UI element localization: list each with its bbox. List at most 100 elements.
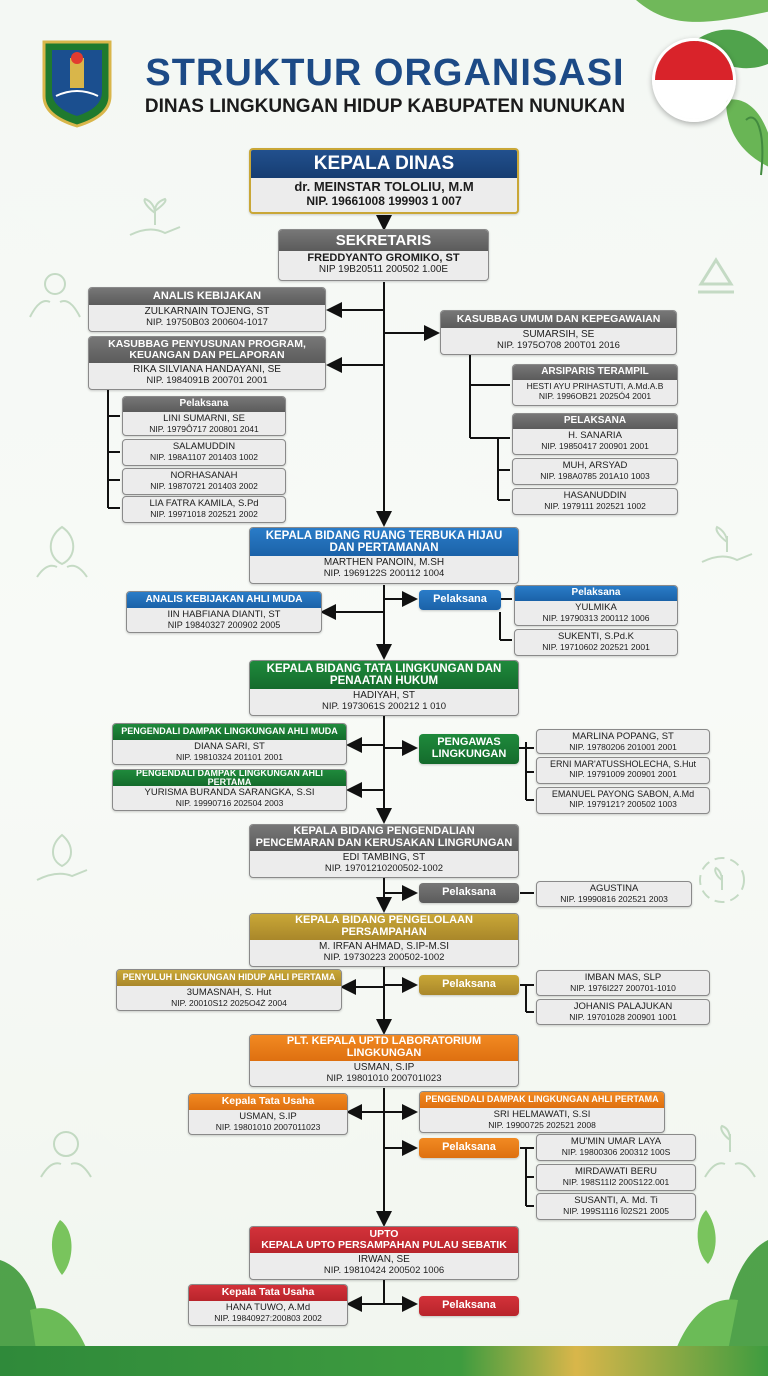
pengendali-muda-name: DIANA SARI, ST (194, 741, 265, 752)
pengendali-muda-title: PENGENDALI DAMPAK LINGKUNGAN AHLI MUDA (113, 724, 346, 740)
pengendali-pertama-box: PENGENDALI DAMPAK LINGKUNGAN AHLI PERTAM… (112, 769, 347, 811)
kepala-dinas-title: KEPALA DINAS (251, 150, 517, 178)
kepala-dinas-nip: NIP. 19661008 199903 1 007 (306, 194, 462, 208)
pelaksana-sampah-name-1: IMBAN MAS, SLP (584, 972, 662, 983)
pengawas-box-3: EMANUEL PAYONG SABON, A.Md NIP. 1979121?… (536, 787, 710, 814)
sekretaris-title: SEKRETARIS (279, 230, 488, 251)
pelaksana-lab-nip-2: NIP. 198S11I2 200S122.001 (562, 1177, 670, 1187)
hands-plant-icon (704, 1124, 756, 1178)
hand-leaf-icon (36, 833, 88, 881)
hands-gear-icon (29, 273, 81, 318)
penyuluh-box: PENYULUH LINGKUNGAN HIDUP AHLI PERTAMA 3… (116, 969, 342, 1011)
pelaksana-umum-title: PELAKSANA (513, 414, 677, 429)
pelaksana-program-box-2: SALAMUDDIN NIP. 198A1107 201403 1002 (122, 439, 286, 466)
pelaksana-rth-nip-2: NIP. 19710602 202521 2001 (542, 642, 650, 652)
penyuluh-name: 3UMASNAH, S. Hut (186, 987, 272, 998)
pelaksana-program-name-1: LINI SUMARNI, SE (163, 413, 245, 424)
penyuluh-nip: NIP. 20010S12 2025O4Ż 2004 (171, 998, 287, 1008)
pengawas-name-2: ERNI MAR'ATUSSHOLECHA, S.Hut (549, 759, 697, 769)
kasubbag-program-name: RIKA SILVIANA HANDAYANI, SE (133, 364, 281, 375)
sebatik-pelaksana-label: Pelaksana (419, 1296, 519, 1316)
sekretaris-nip: NIP 19B20511 200502 1.00E (318, 264, 449, 275)
bidang-rth-box: KEPALA BIDANG RUANG TERBUKA HIJAU DAN PE… (249, 527, 519, 584)
pelaksana-program-nip-3: NIP. 19870721 201403 2002 (150, 481, 258, 491)
bidang-sampah-title: KEPALA BIDANG PENGELOLAAN PERSAMPAHAN (250, 914, 518, 940)
pengawas-name-3: EMANUEL PAYONG SABON, A.Md (551, 789, 695, 799)
pelaksana-lab-nip-1: NIP. 19800306 200312 100S (561, 1147, 671, 1157)
pelaksana-lab-name-1: MU'MIN UMAR LAYA (570, 1136, 662, 1147)
uptd-lab-box: PLT. KEPALA UPTD LABORATORIUM LINGKUNGAN… (249, 1034, 519, 1087)
recycle-icon (698, 257, 734, 294)
uptd-lab-nip: NIP. 19801010 200701I023 (326, 1073, 442, 1084)
pengendali-lab-name: SRI HELMAWATI, S.SI (493, 1109, 591, 1120)
pelaksana-umum-nip-3: NIP. 1979111 202521 1002 (544, 501, 646, 511)
pengawas-nip-3: NIP. 1979121? 200502 1003 (569, 799, 677, 809)
upto-sebatik-title: UPTO KEPALA UPTO PERSAMPAHAN PULAU SEBAT… (250, 1227, 518, 1253)
pelaksana-program-name-3: NORHASANAH (170, 470, 238, 481)
pengendali-lab-box: PENGENDALI DAMPAK LINGKUNGAN AHLI PERTAM… (419, 1091, 665, 1133)
pelaksana-lab-name-2: MIRDAWATI BERU (575, 1166, 657, 1177)
pengendali-muda-box: PENGENDALI DAMPAK LINGKUNGAN AHLI MUDA D… (112, 723, 347, 765)
hand-seedling-icon (701, 525, 753, 563)
hands-leaf-icon (36, 525, 88, 578)
analis-kebijakan-box: ANALIS KEBIJAKAN ZULKARNAIN TOJENG, ST N… (88, 287, 326, 332)
pengendali-muda-nip: NIP. 19810324 201101 2001 (176, 752, 283, 762)
analis-muda-title: ANALIS KEBIJAKAN AHLI MUDA (127, 592, 321, 608)
pelaksana-program-name-4: LIA FATRA KAMILA, S.Pd (149, 498, 259, 509)
kasubbag-umum-name: SUMARSIH, SE (522, 329, 595, 340)
bidang-rth-nip: NIP. 1969122S 200112 1004 (323, 568, 445, 579)
bidang-sampah-box: KEPALA BIDANG PENGELOLAAN PERSAMPAHAN M.… (249, 913, 519, 967)
pengendali-pertama-title: PENGENDALI DAMPAK LINGKUNGAN AHLI PERTAM… (113, 770, 346, 787)
upto-sebatik-title-line2: KEPALA UPTO PERSAMPAHAN PULAU SEBATIK (261, 1239, 507, 1251)
tata-usaha-sebatik-name: HANA TUWO, A.Md (225, 1302, 311, 1313)
pelaksana-program-nip-1: NIP. 1979Ô717 200801 2041 (149, 424, 259, 434)
bidang-pencemaran-nip: NIP. 19701210200502-1002 (324, 863, 444, 874)
bidang-sampah-nip: NIP. 19730223 200502-1002 (323, 952, 445, 963)
pengendali-lab-title: PENGENDALI DAMPAK LINGKUNGAN AHLI PERTAM… (420, 1092, 664, 1108)
bidang-pencemaran-title: KEPALA BIDANG PENGENDALIAN PENCEMARAN DA… (250, 825, 518, 851)
kepala-dinas-box: KEPALA DINAS dr. MEINSTAR TOLOLIU, M.M N… (249, 148, 519, 214)
uptd-lab-title: PLT. KEPALA UPTD LABORATORIUM LINGKUNGAN (250, 1035, 518, 1061)
pelaksana-sampah-nip-2: NIP. 19701028 200901 1001 (569, 1012, 677, 1022)
pelaksana-program-name-2: SALAMUDDIN (172, 441, 236, 452)
bidang-rth-name: MARTHEN PANOIN, M.SH (323, 557, 445, 568)
sekretaris-box: SEKRETARIS FREDDYANTO GROMIKO, ST NIP 19… (278, 229, 489, 281)
kasubbag-program-nip: NIP. 1984091B 200701 2001 (146, 375, 268, 386)
kepala-dinas-name: dr. MEINSTAR TOLOLIU, M.M (294, 179, 474, 194)
cycle-plant-icon (699, 857, 745, 903)
kasubbag-program-title: KASUBBAG PENYUSUNAN PROGRAM, KEUANGAN DA… (89, 337, 325, 363)
upto-sebatik-box: UPTO KEPALA UPTO PERSAMPAHAN PULAU SEBAT… (249, 1226, 519, 1280)
indonesian-flag-circle (652, 38, 736, 122)
bidang-pencemaran-name: EDI TAMBING, ST (342, 852, 426, 863)
kasubbag-umum-title: KASUBBAG UMUM DAN KEPEGAWAIAN (441, 311, 676, 328)
pengendali-pertama-name: YURISMA BURANDA SARANGKA, S.SI (144, 787, 315, 798)
pelaksana-sampah-box-2: JOHANIS PALAJUKAN NIP. 19701028 200901 1… (536, 999, 710, 1025)
upto-sebatik-title-line1: UPTO (369, 1227, 399, 1240)
upto-sebatik-nip: NIP. 19810424 200502 1006 (323, 1265, 445, 1276)
pengawas-nip-2: NIP. 19791009 200901 2001 (569, 769, 677, 779)
hands-globe-icon (40, 1131, 92, 1178)
pelaksana-umum-name-3: HASANUDDIN (563, 490, 627, 501)
tata-usaha-lab-nip: NIP. 19801010 2007011023 (215, 1122, 321, 1132)
pelaksana-program-box-3: NORHASANAH NIP. 19870721 201403 2002 (122, 468, 286, 495)
pelaksana-lab-box-2: MIRDAWATI BERU NIP. 198S11I2 200S122.001 (536, 1164, 696, 1191)
kasubbag-program-box: KASUBBAG PENYUSUNAN PROGRAM, KEUANGAN DA… (88, 336, 326, 390)
pelaksana-rth-title: Pelaksana (515, 586, 677, 601)
pelaksana-program-nip-4: NIP. 19971018 202521 2002 (150, 509, 258, 519)
pelaksana-sampah-name-2: JOHANIS PALAJUKAN (573, 1001, 673, 1012)
pelaksana-rth-name-2: SUKENTI, S.Pd.K (557, 631, 635, 642)
pelaksana-rth-box-1: Pelaksana YULMIKA NIP. 19790313 200112 1… (514, 585, 678, 626)
pengendali-lab-nip: NIP. 19900725 202521 2008 (488, 1120, 596, 1130)
hand-plant-icon (129, 197, 181, 236)
pengawas-name-1: MARLINA POPANG, ST (572, 731, 674, 742)
analis-muda-box: ANALIS KEBIJAKAN AHLI MUDA IIN HABFIANA … (126, 591, 322, 633)
analis-kebijakan-title: ANALIS KEBIJAKAN (89, 288, 325, 305)
pengendali-pertama-nip: NIP. 19990716 202504 2003 (175, 798, 284, 808)
tata-usaha-sebatik-nip: NIP. 19840927:200803 2002 (214, 1313, 322, 1323)
bidang-rth-title: KEPALA BIDANG RUANG TERBUKA HIJAU DAN PE… (250, 528, 518, 556)
analis-muda-nip: NIP 19840327 200902 2005 (167, 620, 281, 630)
pelaksana-sampah-box-1: IMBAN MAS, SLP NIP. 1976I227 200701-1010 (536, 970, 710, 996)
pengawas-lingkungan-label: PENGAWAS LINGKUNGAN (419, 734, 519, 764)
analis-kebijakan-nip: NIP. 19750B03 200604-1017 (146, 317, 268, 328)
